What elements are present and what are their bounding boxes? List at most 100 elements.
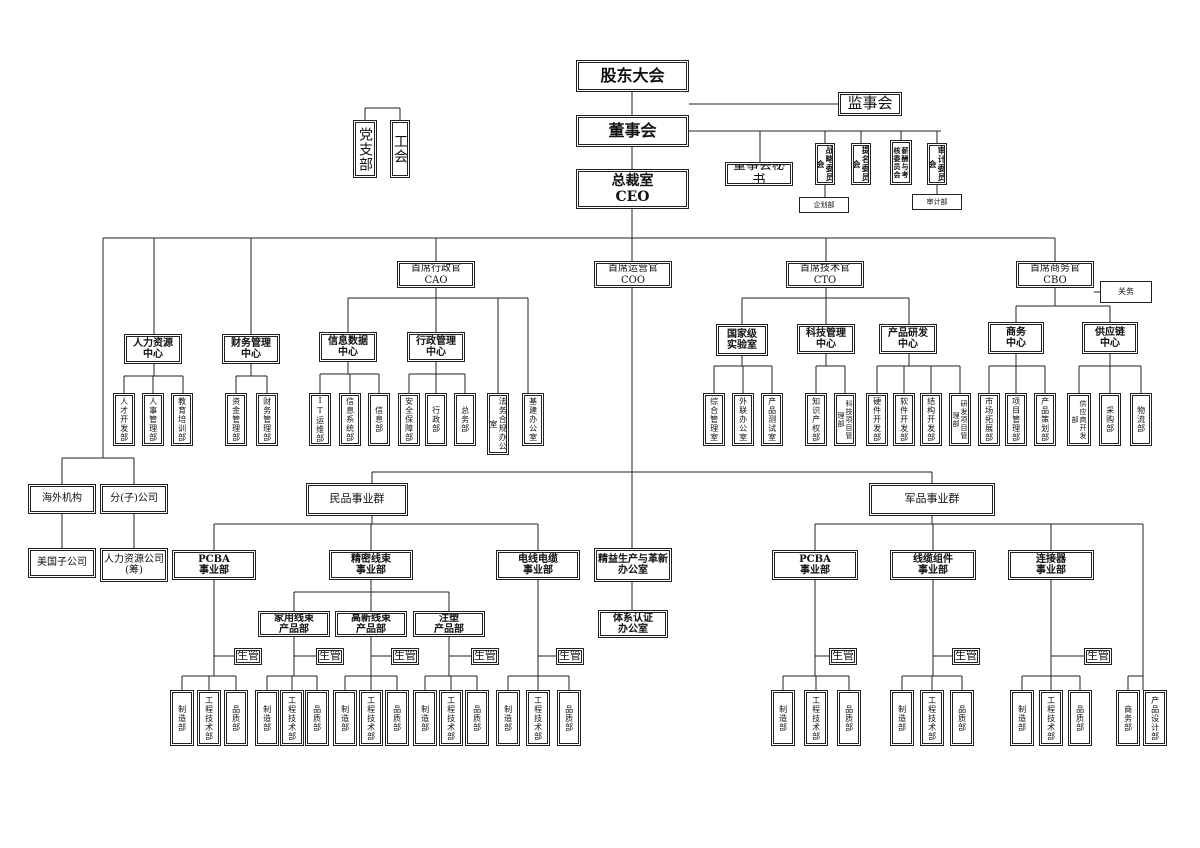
planning-dept-box: 企划部 [799,197,849,213]
hr-company-box: 人力资源公司 (筹) [100,548,168,582]
cable-assembly-division-box: 线缆组件 事业部 [890,550,976,580]
cbo-box: 首席商务官 CBO [1016,261,1094,288]
nomination-committee-box: 提名委员会 [851,143,871,185]
manufacturing-dept-box: 制造部 [496,690,520,746]
wire-cable-division-box: 电线电缆 事业部 [496,550,580,580]
quality-dept-box: 品质部 [837,690,861,746]
purchasing-dept-box: 采购部 [1099,393,1121,446]
party-branch-box: 党支部 [353,120,377,178]
general-mgmt-room-box: 综合管理室 [703,393,725,446]
engineering-dept-box: 工程技术部 [526,690,550,746]
prod-mgmt-label-7: 生管 [952,648,980,665]
supply-chain-center-box: 供应链 中心 [1082,322,1138,354]
funds-dept-box: 资金管理部 [225,393,247,446]
talent-dev-dept-box: 人才开发部 [113,393,135,446]
prod-mgmt-label-1: 生管 [234,648,262,665]
prod-mgmt-label-4: 生管 [471,648,499,665]
engineering-dept-box: 工程技术部 [280,690,304,746]
prod-mgmt-label-3: 生管 [391,648,419,665]
compensation-committee-box: 薪酬与考核委员会 [890,140,912,185]
software-dev-dept-box: 软件开发部 [893,393,915,446]
hardware-dev-dept-box: 硬件开发部 [866,393,888,446]
supplier-dev-dept-box: 供应商开发部 [1067,393,1091,446]
labor-union-box: 工会 [390,120,410,178]
info-system-dept-box: 信息系统部 [339,393,361,446]
national-lab-box: 国家级 实验室 [716,324,768,356]
us-subsidiary-box: 美国子公司 [28,548,96,578]
manufacturing-dept-box: 制造部 [255,690,279,746]
supervisory-board-box: 监事会 [838,92,902,116]
civil-products-group-box: 民品事业群 [306,483,408,516]
engineering-dept-box: 工程技术部 [439,690,463,746]
strategy-committee-box: 战略委员会 [815,143,835,185]
accounting-dept-box: 财务管理部 [256,393,278,446]
board-of-directors-box: 董事会 [576,115,689,147]
manufacturing-dept-box: 制造部 [333,690,357,746]
commerce-dept-box: 商务部 [1116,690,1140,746]
admin-center-box: 行政管理 中心 [407,332,465,362]
product-design-dept-box: 产品设计部 [1143,690,1167,746]
cto-box: 首席技术官 CTO [786,261,864,288]
quality-dept-box: 品质部 [224,690,248,746]
cao-box: 首席行政官 CAO [397,261,475,288]
tech-project-dept-box: 科技项目管理部 [834,393,856,446]
quality-dept-box: 品质部 [1068,690,1092,746]
manufacturing-dept-box: 制造部 [413,690,437,746]
military-pcba-division-box: PCBA 事业部 [772,550,858,580]
it-ops-dept-box: IT运维部 [309,393,331,446]
legal-compliance-office-box: 法务合规办公室 [487,393,509,455]
manufacturing-dept-box: 制造部 [771,690,795,746]
hitech-harness-product-box: 高新线束 产品部 [335,611,407,637]
customs-box: 关务 [1100,281,1152,303]
external-liaison-office-box: 外联办公室 [732,393,754,446]
product-test-room-box: 产品测试室 [761,393,783,446]
lean-production-office-box: 精益生产与革新 办公室 [594,548,672,582]
prod-mgmt-label-2: 生管 [316,648,344,665]
quality-dept-box: 品质部 [465,690,489,746]
engineering-dept-box: 工程技术部 [197,690,221,746]
general-affairs-dept-box: 总务部 [454,393,476,446]
engineering-dept-box: 工程技术部 [1039,690,1063,746]
audit-committee-box: 审计委员会 [927,143,947,185]
rd-center-box: 产品研发 中心 [879,324,937,354]
hr-center-box: 人力资源 中心 [124,334,182,364]
quality-dept-box: 品质部 [385,690,409,746]
injection-molding-product-box: 注塑 产品部 [413,611,485,637]
coo-box: 首席运营官 COO [594,261,672,288]
prod-mgmt-label-5: 生管 [556,648,584,665]
home-harness-product-box: 家用线束 产品部 [258,611,330,637]
prod-mgmt-label-6: 生管 [829,648,857,665]
subsidiaries-box: 分(子)公司 [100,484,168,514]
personnel-dept-box: 人事管理部 [142,393,164,446]
overseas-org-box: 海外机构 [28,484,96,514]
engineering-dept-box: 工程技术部 [920,690,944,746]
manufacturing-dept-box: 制造部 [890,690,914,746]
admin-dept-box: 行政部 [425,393,447,446]
prod-mgmt-label-8: 生管 [1084,648,1112,665]
project-mgmt-dept-box: 项目管理部 [1005,393,1027,446]
quality-dept-box: 品质部 [557,690,581,746]
product-planning-dept-box: 产品策划部 [1034,393,1056,446]
ip-dept-box: 知识产权部 [805,393,827,446]
manufacturing-dept-box: 制造部 [1010,690,1034,746]
structure-dev-dept-box: 结构开发部 [920,393,942,446]
quality-dept-box: 品质部 [950,690,974,746]
rd-project-dept-box: 研发项目管理部 [949,393,971,446]
security-dept-box: 安全保障部 [398,393,420,446]
info-center-box: 信息数据 中心 [319,332,377,362]
audit-dept-box: 审计部 [912,194,962,210]
logistics-dept-box: 物流部 [1130,393,1152,446]
certification-office-box: 体系认证 办公室 [598,610,668,638]
engineering-dept-box: 工程技术部 [359,690,383,746]
civil-pcba-division-box: PCBA 事业部 [172,550,256,580]
board-secretary-box: 董事会秘书 [725,162,793,186]
market-expansion-dept-box: 市场拓展部 [978,393,1000,446]
manufacturing-dept-box: 制造部 [170,690,194,746]
construction-office-box: 基建办公室 [522,393,544,446]
training-dept-box: 教育培训部 [171,393,193,446]
info-dept-box: 信息部 [368,393,390,446]
military-products-group-box: 军品事业群 [869,483,995,516]
precision-harness-division-box: 精密线束 事业部 [329,550,413,580]
business-center-box: 商务 中心 [988,322,1044,354]
